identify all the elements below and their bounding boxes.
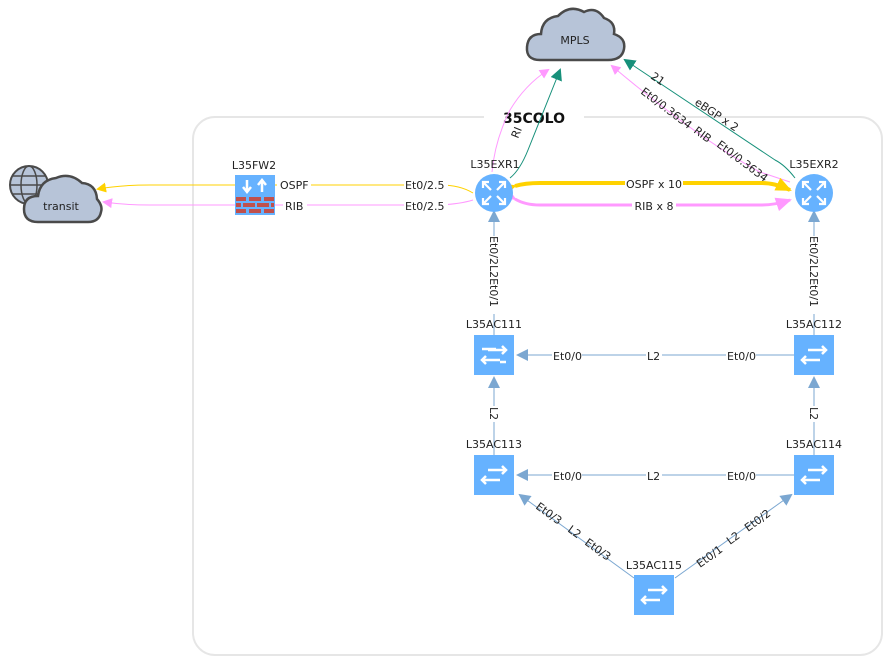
- edge-ac113-ac111[interactable]: L2: [487, 376, 501, 455]
- node-label: L35AC113: [466, 438, 522, 451]
- node-exr1[interactable]: L35EXR1: [470, 158, 520, 212]
- port-label-a: Et0/1: [694, 543, 725, 571]
- edge-line[interactable]: [674, 493, 793, 579]
- port-label-b: Et0/0: [727, 350, 756, 363]
- port-label-b: Et0/2: [742, 507, 773, 535]
- edge-ac115-ac114[interactable]: Et0/1 L2 Et0/2: [674, 493, 793, 579]
- edge-ac112-ac111[interactable]: Et0/0 L2 Et0/0: [516, 349, 794, 363]
- port-label: Et0/2.5: [405, 200, 444, 213]
- label-bg: [552, 469, 582, 482]
- label-bg: [632, 199, 676, 212]
- node-exr2[interactable]: L35EXR2: [789, 158, 839, 212]
- edge-line[interactable]: [509, 68, 562, 179]
- edge-exr1-exr2-ospf[interactable]: OSPF x 10: [499, 177, 792, 197]
- port-label-a: Et0/3: [533, 500, 564, 528]
- edge-label: Et0/2L2Et0/1: [487, 236, 500, 307]
- node-label: L35AC114: [786, 438, 842, 451]
- edge-label: OSPF: [280, 179, 309, 192]
- node-mpls[interactable]: MPLS: [525, 7, 626, 62]
- label-bg: [283, 199, 307, 212]
- port-label-a: Et0/0: [553, 350, 582, 363]
- edge-label: RIB x 8: [635, 200, 674, 213]
- port-label-b: Et0/0: [727, 470, 756, 483]
- group-label: 35COLO: [503, 111, 565, 127]
- cloud-icon: [22, 174, 103, 224]
- port-label-b: Et0/3: [582, 536, 613, 564]
- node-label: L35FW2: [232, 159, 276, 172]
- firewall-icon: [235, 175, 275, 215]
- edge-ac111-exr1[interactable]: Et0/2L2Et0/1: [487, 210, 501, 335]
- switch-icon: [794, 455, 834, 495]
- label-bg: [488, 406, 501, 422]
- edge-exr1-mpls-rib[interactable]: RI: [491, 68, 550, 173]
- edge-line[interactable]: [610, 64, 791, 183]
- edge-line[interactable]: [623, 58, 796, 179]
- node-label: L35EXR2: [789, 158, 838, 171]
- edge-exr1-mpls-bgp[interactable]: [509, 68, 562, 179]
- edge-label: L2: [807, 407, 820, 420]
- edge-label: L2: [647, 350, 660, 363]
- edge-fw-transit-rib[interactable]: RIB Et0/2.5: [102, 198, 474, 213]
- label-bg: [277, 178, 311, 191]
- label-bg: [404, 178, 448, 191]
- label-bg: [808, 406, 821, 422]
- edge-exr2-mpls-bgp[interactable]: 21 eBGP x 2: [623, 58, 796, 179]
- edge-line[interactable]: [518, 493, 635, 579]
- node-ac111[interactable]: L35AC111: [466, 318, 522, 375]
- edge-label: L2: [724, 529, 742, 547]
- edge-ac114-ac112[interactable]: L2: [807, 376, 821, 455]
- node-transit[interactable]: transit: [9, 165, 103, 224]
- port-label-a: Et0/0: [553, 470, 582, 483]
- label-bg: [726, 469, 756, 482]
- node-label: transit: [43, 200, 79, 213]
- edge-label: L2: [487, 407, 500, 420]
- port-label-b: Et0/0.3634: [714, 138, 770, 185]
- edge-exr2-mpls-rib[interactable]: Et0/0.3634 RIB Et0/0.3634: [610, 64, 791, 185]
- label-bg: [726, 349, 756, 362]
- label-bg: [646, 469, 662, 482]
- node-ac115[interactable]: L35AC115: [626, 559, 682, 615]
- edge-line[interactable]: [491, 68, 550, 173]
- edge-fw-transit-ospf[interactable]: OSPF Et0/2.5: [96, 178, 474, 194]
- edge-exr1-exr2-rib[interactable]: RIB x 8: [499, 185, 792, 213]
- label-bg: [552, 349, 582, 362]
- node-label: L35AC111: [466, 318, 522, 331]
- edge-label: L2: [647, 470, 660, 483]
- label-bg: [488, 236, 501, 314]
- port-label-a: Et0/0.3634: [638, 85, 694, 132]
- edge-label: L2: [565, 523, 583, 541]
- edge-label: RIB: [285, 200, 303, 213]
- node-fw2[interactable]: L35FW2: [232, 159, 276, 215]
- node-ac113[interactable]: L35AC113: [466, 438, 522, 495]
- node-label: L35AC115: [626, 559, 682, 572]
- node-ac114[interactable]: L35AC114: [786, 438, 842, 495]
- edge-label: RI: [509, 125, 525, 140]
- switch-icon: [474, 335, 514, 375]
- router-icon: [795, 174, 833, 212]
- label-bg: [404, 199, 448, 212]
- node-label: MPLS: [560, 34, 589, 47]
- port-label: Et0/2.5: [405, 179, 444, 192]
- port-label: 21: [648, 70, 667, 89]
- edge-ac114-ac113[interactable]: Et0/0 L2 Et0/0: [516, 469, 794, 483]
- node-ac112[interactable]: L35AC112: [786, 318, 842, 375]
- edge-label: RIB: [691, 124, 714, 145]
- label-bg: [808, 236, 821, 314]
- switch-icon: [474, 455, 514, 495]
- edge-ac115-ac113[interactable]: Et0/3 L2 Et0/3: [518, 493, 635, 579]
- node-label: L35AC112: [786, 318, 842, 331]
- switch-icon: [794, 335, 834, 375]
- edge-label: OSPF x 10: [626, 178, 682, 191]
- label-bg: [646, 349, 662, 362]
- router-icon: [475, 174, 513, 212]
- group-border: [192, 116, 883, 656]
- edge-ac112-exr2[interactable]: Et0/2L2Et0/1: [807, 210, 821, 335]
- node-label: L35EXR1: [470, 158, 519, 171]
- switch-icon: [634, 575, 674, 615]
- edge-label: Et0/2L2Et0/1: [807, 236, 820, 307]
- cloud-icon: [525, 7, 626, 62]
